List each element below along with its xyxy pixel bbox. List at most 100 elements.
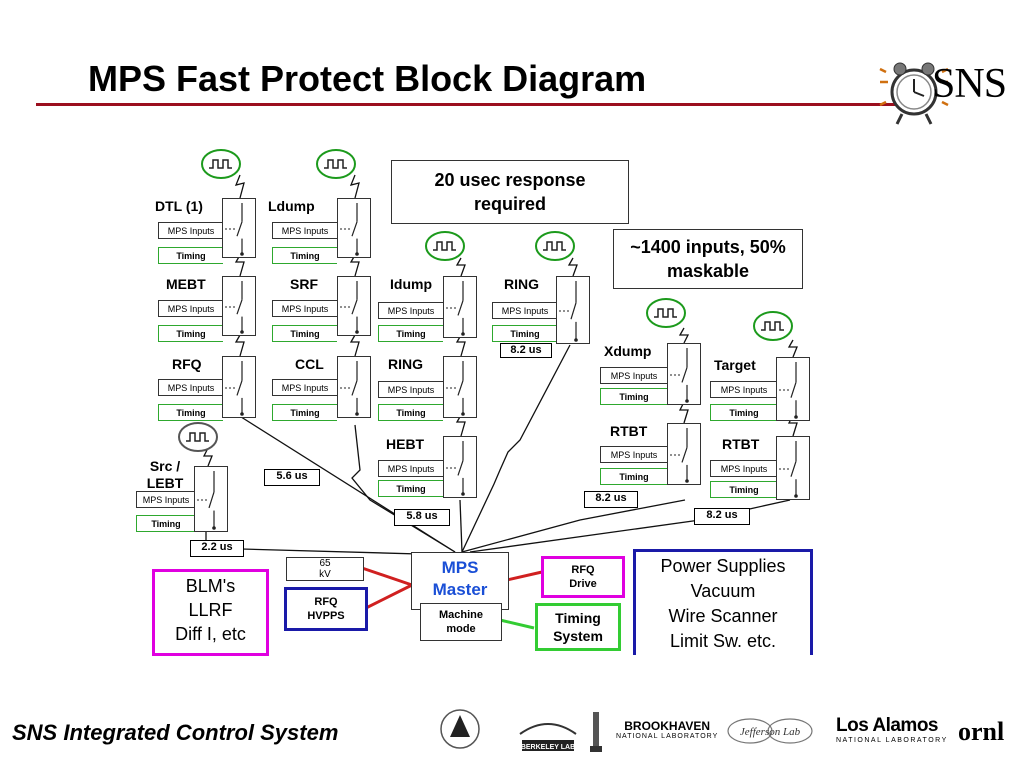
module-label-xdump: Xdump	[604, 343, 652, 359]
switch-box-dtl	[222, 198, 256, 258]
argonne-logo-icon	[440, 709, 480, 749]
machine-input-vacuum: Vacuum	[690, 581, 756, 601]
footer-title: SNS Integrated Control System	[12, 720, 339, 745]
wire-hebt	[459, 499, 463, 553]
module-label-rtbt-left: RTBT	[610, 423, 648, 439]
module-label-ldump: Ldump	[268, 198, 315, 214]
mps-inputs-port-hebt: MPS Inputs	[378, 460, 443, 477]
switch-symbol-icon	[225, 281, 244, 334]
wire-rtbt	[461, 499, 686, 553]
mps-inputs-port-src-lebt: MPS Inputs	[136, 491, 195, 508]
module-label-ccl: CCL	[295, 356, 324, 372]
brookhaven-name: BROOKHAVEN	[624, 719, 711, 733]
link-hvpps	[361, 583, 413, 612]
wire-ring	[461, 344, 571, 553]
switch-box-ring-lower	[443, 356, 477, 418]
timing-port-rfq: Timing	[158, 404, 223, 421]
switch-box-ldump	[337, 198, 371, 258]
latency-rtbt: 8.2 us	[584, 491, 638, 508]
machine-mode-label: Machine mode	[438, 609, 483, 635]
rfq-drive-label: RFQ Drive	[569, 564, 597, 590]
switch-symbol-icon	[225, 203, 244, 256]
kv65-box: 65 kV	[286, 557, 364, 581]
sns-clock-logo-icon	[879, 62, 949, 125]
machine-input-power: Power Supplies	[660, 556, 786, 576]
mps-inputs-port-ring-upper: MPS Inputs	[492, 302, 557, 319]
switch-symbol-icon	[670, 428, 689, 483]
sns-logo-text: SNS	[932, 61, 1007, 107]
switch-box-rfq	[222, 356, 256, 418]
beam-inputs-box: BLM's LLRF Diff I, etc	[152, 569, 269, 656]
timing-system-box: Timing System	[535, 603, 621, 651]
machine-input-wire: Wire Scanner	[668, 606, 778, 626]
module-label-target: Target	[714, 357, 756, 373]
mps-inputs-port-rtbt-right: MPS Inputs	[710, 460, 777, 477]
response-callout: 20 usec response required	[391, 160, 629, 224]
jefferson-lab-text: Jefferson Lab	[740, 726, 801, 738]
mps-inputs-port-idump: MPS Inputs	[378, 302, 443, 319]
timing-port-ring-lower: Timing	[378, 404, 443, 421]
inputs-callout-text: ~1400 inputs, 50% maskable	[630, 237, 786, 281]
mps-inputs-port-target: MPS Inputs	[710, 381, 777, 398]
module-label-idump: Idump	[390, 276, 432, 292]
module-label-src-lebt: Src / LEBT	[146, 458, 184, 491]
stanford-tower-icon	[590, 712, 602, 752]
switch-symbol-icon	[340, 203, 359, 256]
mps-inputs-port-ring-lower: MPS Inputs	[378, 381, 443, 398]
timing-port-srf: Timing	[272, 325, 337, 342]
switch-symbol-icon	[779, 441, 798, 498]
switch-symbol-icon	[197, 471, 216, 530]
rfq-hvpps-label: RFQ HVPPS	[307, 596, 345, 622]
inputs-callout: ~1400 inputs, 50% maskable	[613, 229, 803, 289]
timing-port-dtl: Timing	[158, 247, 223, 264]
kv65-label: 65 kV	[319, 558, 331, 580]
clock-icon-ring	[535, 231, 575, 261]
chain-xdump-rtbt	[678, 401, 689, 424]
clock-icon-ldump	[316, 149, 356, 179]
switch-box-rtbt-left	[667, 423, 701, 485]
brookhaven-logo: BROOKHAVEN NATIONAL LABORATORY	[616, 719, 718, 740]
link-timing	[499, 618, 535, 630]
mps-master-label: MPS Master	[432, 558, 488, 599]
link-65kv	[361, 566, 413, 587]
switch-box-ccl	[337, 356, 371, 418]
clock-icon-idump	[425, 231, 465, 261]
timing-port-rtbt-left: Timing	[600, 468, 667, 485]
beam-input-llrf: LLRF	[188, 600, 233, 620]
chain-dtl	[234, 174, 245, 199]
los-alamos-logo: Los Alamos NATIONAL LABORATORY	[836, 715, 948, 744]
mps-inputs-port-srf: MPS Inputs	[272, 300, 337, 317]
mps-master-box: MPS Master	[411, 552, 509, 610]
slide-title: MPS Fast Protect Block Diagram	[88, 58, 647, 99]
switch-symbol-icon	[779, 362, 798, 419]
timing-port-ring-upper: Timing	[492, 325, 557, 342]
module-label-dtl: DTL (1)	[155, 198, 203, 214]
latency-linac: 5.6 us	[264, 469, 320, 486]
rfq-drive-box: RFQ Drive	[541, 556, 625, 598]
timing-port-ldump: Timing	[272, 247, 337, 264]
chain-ldump-srf	[349, 254, 360, 277]
mps-inputs-port-ldump: MPS Inputs	[272, 222, 337, 239]
switch-symbol-icon	[340, 281, 359, 334]
switch-symbol-icon	[340, 361, 359, 416]
chain-xdump	[678, 327, 690, 344]
module-label-ring-upper: RING	[504, 276, 539, 292]
ornl-logo: ornl	[958, 717, 1005, 746]
module-label-rfq: RFQ	[172, 356, 202, 372]
switch-symbol-icon	[446, 281, 465, 336]
switch-box-xdump	[667, 343, 701, 405]
timing-port-ccl: Timing	[272, 404, 337, 421]
timing-system-label: Timing System	[553, 610, 603, 644]
latency-src: 2.2 us	[190, 540, 244, 557]
timing-port-src-lebt: Timing	[136, 515, 195, 532]
latency-hebt: 5.8 us	[394, 509, 450, 526]
module-label-rtbt-right: RTBT	[722, 436, 760, 452]
clock-icon-dtl	[201, 149, 241, 179]
mps-inputs-port-rtbt-left: MPS Inputs	[600, 446, 667, 463]
chain-target	[787, 339, 798, 358]
switch-box-idump	[443, 276, 477, 338]
berkeley-lab-text: BERKELEY LAB	[521, 744, 575, 751]
switch-symbol-icon	[559, 281, 578, 342]
title-rule	[36, 103, 896, 106]
switch-symbol-icon	[225, 361, 244, 416]
